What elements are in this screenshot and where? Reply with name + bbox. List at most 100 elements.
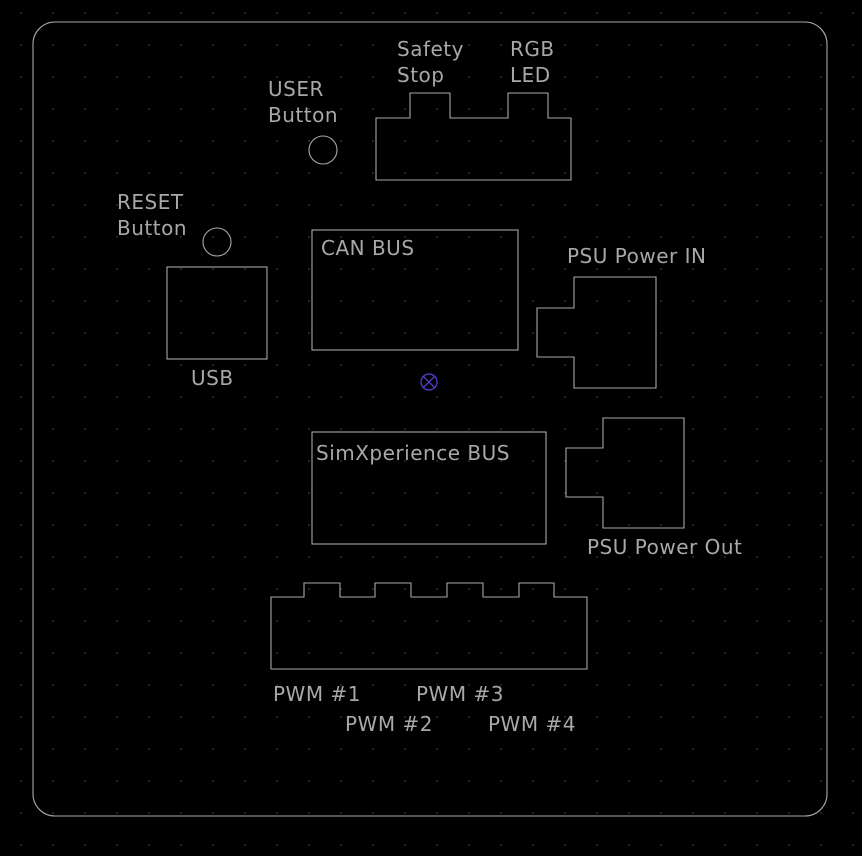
grid-dot (20, 12, 22, 14)
grid-dot (500, 76, 502, 78)
grid-dot (596, 268, 598, 270)
grid-dot (148, 748, 150, 750)
grid-dot (852, 652, 854, 654)
grid-dot (564, 76, 566, 78)
grid-dot (20, 684, 22, 686)
grid-dot (148, 812, 150, 814)
grid-dot (404, 588, 406, 590)
grid-dot (212, 172, 214, 174)
grid-dot (788, 844, 790, 846)
grid-dot (724, 620, 726, 622)
grid-dot (436, 492, 438, 494)
grid-dot (564, 268, 566, 270)
grid-dot (692, 332, 694, 334)
grid-dot (404, 396, 406, 398)
grid-dot (116, 780, 118, 782)
grid-dot (820, 652, 822, 654)
grid-dot (20, 332, 22, 334)
grid-dot (180, 140, 182, 142)
grid-dot (276, 108, 278, 110)
grid-dot (468, 588, 470, 590)
grid-dot (372, 524, 374, 526)
grid-dot (372, 44, 374, 46)
grid-dot (308, 108, 310, 110)
grid-dot (84, 716, 86, 718)
grid-dot (404, 76, 406, 78)
grid-dot (308, 44, 310, 46)
grid-dot (692, 812, 694, 814)
grid-dot (500, 716, 502, 718)
grid-dot (468, 300, 470, 302)
grid-dot (180, 780, 182, 782)
grid-dot (628, 140, 630, 142)
grid-dot (692, 204, 694, 206)
grid-dot (84, 76, 86, 78)
usb-connector (166, 266, 268, 360)
grid-dot (276, 812, 278, 814)
grid-dot (308, 492, 310, 494)
grid-dot (404, 780, 406, 782)
grid-dot (532, 716, 534, 718)
grid-dot (532, 588, 534, 590)
grid-dot (52, 300, 54, 302)
grid-dot (788, 620, 790, 622)
grid-dot (148, 300, 150, 302)
grid-dot (852, 172, 854, 174)
grid-dot (468, 236, 470, 238)
grid-dot (116, 588, 118, 590)
grid-dot (468, 268, 470, 270)
grid-dot (276, 460, 278, 462)
grid-dot (852, 108, 854, 110)
grid-dot (820, 812, 822, 814)
grid-dot (340, 620, 342, 622)
grid-dot (852, 780, 854, 782)
grid-dot (852, 236, 854, 238)
grid-dot (340, 460, 342, 462)
grid-dot (212, 652, 214, 654)
grid-dot (276, 300, 278, 302)
grid-dot (148, 588, 150, 590)
grid-dot (404, 460, 406, 462)
grid-dot (20, 812, 22, 814)
grid-dot (20, 492, 22, 494)
grid-dot (692, 140, 694, 142)
grid-dot (180, 172, 182, 174)
grid-dot (436, 748, 438, 750)
grid-dot (340, 108, 342, 110)
grid-dot (724, 76, 726, 78)
grid-dot (340, 268, 342, 270)
grid-dot (724, 268, 726, 270)
grid-dot (404, 268, 406, 270)
grid-dot (852, 364, 854, 366)
psu-power-out-label: PSU Power Out (587, 535, 742, 559)
grid-dot (52, 12, 54, 14)
grid-dot (116, 332, 118, 334)
grid-dot (564, 140, 566, 142)
grid-dot (852, 44, 854, 46)
grid-dot (404, 620, 406, 622)
grid-dot (244, 172, 246, 174)
grid-dot (212, 236, 214, 238)
pwm2-label: PWM #2 (345, 712, 433, 736)
grid-dot (500, 108, 502, 110)
grid-dot (148, 108, 150, 110)
grid-dot (116, 684, 118, 686)
grid-dot (84, 396, 86, 398)
grid-dot (532, 236, 534, 238)
grid-dot (820, 716, 822, 718)
grid-dot (788, 556, 790, 558)
grid-dot (468, 844, 470, 846)
grid-dot (212, 76, 214, 78)
grid-dot (596, 524, 598, 526)
grid-dot (628, 460, 630, 462)
grid-dot (756, 620, 758, 622)
grid-dot (500, 268, 502, 270)
grid-dot (724, 140, 726, 142)
grid-dot (148, 492, 150, 494)
grid-dot (148, 76, 150, 78)
grid-dot (756, 684, 758, 686)
grid-dot (276, 780, 278, 782)
grid-dot (180, 268, 182, 270)
grid-dot (788, 268, 790, 270)
grid-dot (20, 108, 22, 110)
